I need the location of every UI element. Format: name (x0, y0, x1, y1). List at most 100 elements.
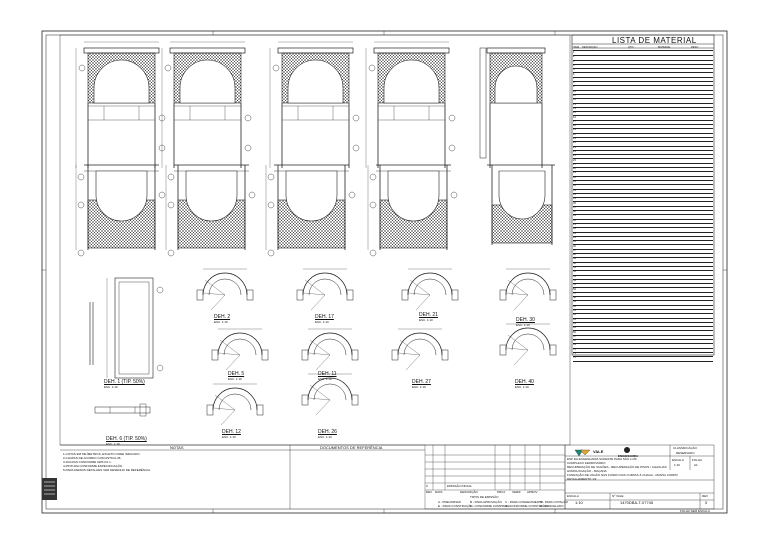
title-line: RECUPERAÇÃO DE VAGÕES - RECUPERAÇÃO DE P… (567, 465, 667, 469)
detail-scale: ESC. 1:10 (419, 318, 433, 322)
material-list-row: 52 (573, 270, 713, 276)
material-list-row: 38 (573, 210, 713, 216)
material-list-header-cell: QTD (628, 46, 634, 49)
material-list-row: 55 (573, 283, 713, 289)
material-list-title: LISTA DE MATERIAL (612, 36, 697, 45)
emission-type: G - CONFORME CONSTRUÍDO (505, 504, 549, 508)
material-list-cell: 52 (573, 270, 576, 274)
revision-header: VERIF (512, 490, 521, 494)
detail-label: DEH. 5 (228, 371, 245, 377)
material-list-cell (628, 356, 658, 360)
material-list-cell: 5 (573, 68, 575, 72)
material-list-row: 41 (573, 223, 713, 229)
detail-label: DEH. 12 (222, 429, 241, 435)
material-list-row: 26 (573, 159, 713, 164)
material-list-row: 23 (573, 146, 713, 151)
material-list-row: 53 (573, 275, 713, 280)
material-list-row: 25 (573, 154, 713, 160)
material-list-row: 72 (573, 356, 713, 362)
material-list-cell: 45 (573, 240, 576, 244)
material-list-row: 4 (573, 63, 713, 70)
material-list-cell: 60 (573, 304, 576, 308)
material-list-cell: 20 (573, 132, 576, 136)
detail-scale: ESC. 1:10 (214, 320, 228, 324)
material-list-row: 30 (573, 176, 713, 181)
material-list-cell: 27 (573, 162, 576, 166)
drawing-scale-value: 1:10 (575, 500, 583, 505)
material-list-cell (658, 356, 691, 360)
material-list-cell: 42 (573, 227, 576, 231)
material-list-row: 18 (573, 124, 713, 130)
note-line: 1-COTAS EM MILÍMETROS, EXCETO ONDE INDIC… (63, 452, 141, 456)
material-list-row: 16 (573, 116, 713, 121)
material-list-cell: 16 (573, 115, 576, 119)
footer-note: FOLHA SEM ESCALA (680, 509, 710, 513)
material-list-cell: 53 (573, 274, 576, 278)
revision-header: REV (426, 490, 433, 494)
material-list-cell: 6 (573, 72, 575, 76)
detail-scale: ESC. 1:10 (106, 442, 120, 446)
material-list-cell: 26 (573, 158, 576, 162)
material-list-row: 37 (573, 206, 713, 212)
material-list-row: 44 (573, 236, 713, 242)
material-list-row: 57 (573, 291, 713, 298)
logo-text: VALE (593, 449, 604, 454)
detail-scale: ESC. 1:10 (222, 435, 236, 439)
material-list-cell (691, 356, 713, 360)
note-line: 3-SOLDAS CONFORME AWS D1.1. (63, 460, 112, 464)
material-list-cell: 18 (573, 124, 576, 128)
title-line: ESP DA ENGENHARIA SUDESTE PARA SÃO LUÍS (567, 457, 637, 461)
material-list-row: 50 (573, 262, 713, 267)
material-list-cell: 43 (573, 231, 576, 235)
emission-types-heading: TIPOS DE EMISSÃO (470, 495, 499, 499)
revision-label: REV (702, 494, 709, 498)
emission-type: B - PARA APROVAÇÃO (470, 500, 502, 504)
material-list-cell: 38 (573, 210, 576, 214)
material-list-cell: 4 (573, 63, 575, 67)
material-list-row: 2 (573, 55, 713, 61)
sheet-format-label: FOLHA (692, 458, 703, 462)
revision-header: DATA (435, 490, 443, 494)
material-list-cell: 57 (573, 291, 576, 295)
drawing-scale-label: ESCALA (567, 494, 579, 498)
detail-label: DEH. 1 (TIP. 50%) (104, 379, 145, 385)
material-list-header-cell: PESO (691, 46, 699, 49)
material-list-cell: 15 (573, 111, 576, 115)
classification-value: RESERVADO (676, 451, 695, 455)
material-list-row: 39 (573, 214, 713, 220)
material-list-row: 70 (573, 348, 713, 353)
material-list-row: 24 (573, 150, 713, 156)
detail-label: DEH. 21 (419, 312, 438, 318)
material-list-cell: 10 (573, 89, 576, 93)
material-list-cell: 14 (573, 106, 576, 110)
material-list-cell: 31 (573, 180, 576, 183)
detail-label: DEH. 17 (315, 314, 334, 320)
emission-type: A - PRELIMINAR (438, 500, 461, 504)
material-list-row: 61 (573, 309, 713, 315)
material-list-row: 8 (573, 81, 713, 87)
material-list-cell: 41 (573, 223, 576, 226)
material-list-cell: 58 (573, 296, 576, 300)
material-list-cell: 19 (573, 128, 576, 132)
scale-value: 1:10 (674, 463, 680, 467)
material-list-row: 21 (573, 137, 713, 143)
material-list-row: 69 (573, 343, 713, 349)
material-list-cell: 23 (573, 145, 576, 149)
material-list-row: 5 (573, 68, 713, 74)
material-list-header-cell: DESCRIÇÃO (582, 46, 598, 49)
material-list-cell (582, 356, 628, 360)
material-list-cell: 72 (573, 356, 576, 360)
title-line: COMPLEXO FERROVIÁRIO (567, 461, 606, 465)
material-list-cell: 30 (573, 175, 576, 179)
company-name: ENGENHARIA (618, 454, 639, 458)
note-line: 5-PARA DEMAIS DETALHES VER DESENHO DE RE… (63, 468, 151, 472)
material-list-cell: 50 (573, 261, 576, 265)
material-list-cell: 48 (573, 253, 576, 257)
material-list-row: 49 (573, 257, 713, 263)
material-list-row: 14 (573, 106, 713, 113)
material-list-cell: 56 (573, 287, 576, 291)
material-list-row: 27 (573, 162, 713, 169)
title-line: DETALHAMENTO 1/2 (567, 477, 597, 481)
detail-scale: ESC. 1:10 (228, 377, 242, 381)
